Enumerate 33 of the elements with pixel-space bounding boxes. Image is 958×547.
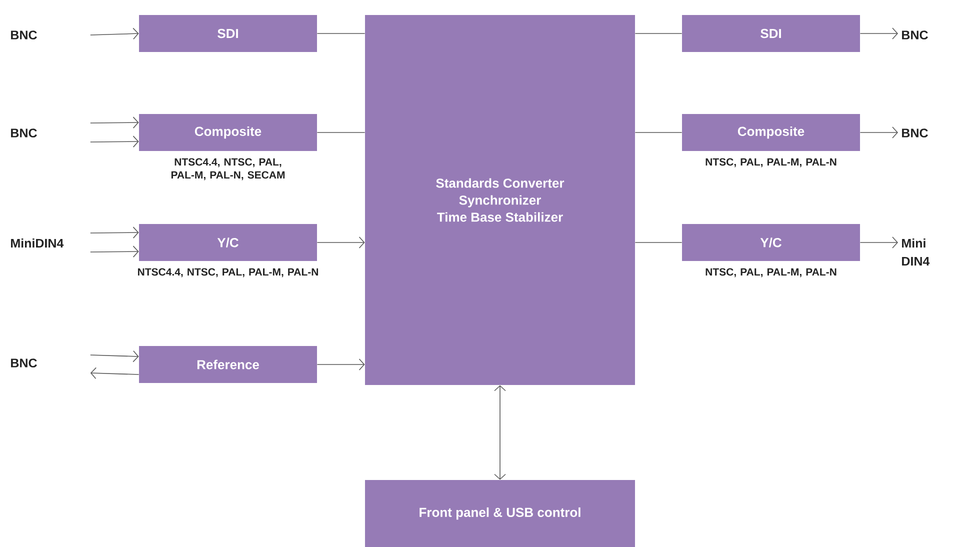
connector-label: BNC xyxy=(11,30,37,40)
block-box: Y/C xyxy=(682,224,860,261)
format-label: NTSC, PAL, PAL-M, PAL-N xyxy=(706,268,836,278)
arrow xyxy=(494,385,506,480)
connector-label: BNC xyxy=(11,358,37,368)
arrow xyxy=(860,126,898,138)
block-box: SDI xyxy=(682,15,860,52)
block-box: SDI xyxy=(139,15,317,52)
block-box: Y/C xyxy=(139,224,317,261)
arrow xyxy=(90,28,139,40)
block-box: Composite xyxy=(139,114,317,151)
connector-label: Mini DIN4 xyxy=(902,238,930,266)
format-label: NTSC4.4, NTSC, PAL, PAL-M, PAL-N, SECAM xyxy=(171,158,285,180)
connector-label: MiniDIN4 xyxy=(11,238,64,248)
connector-label: BNC xyxy=(902,128,928,138)
arrow xyxy=(90,116,139,128)
arrow xyxy=(90,136,139,148)
connector-label: BNC xyxy=(902,30,928,40)
arrow xyxy=(316,236,365,248)
block-box: Front panel & USB control xyxy=(365,480,635,547)
arrow xyxy=(90,226,139,238)
block-box: Standards Converter Synchronizer Time Base Stabilizer xyxy=(365,15,635,385)
arrow xyxy=(316,358,365,370)
connector-label: BNC xyxy=(11,128,37,138)
arrow xyxy=(90,367,140,380)
arrow xyxy=(90,350,139,362)
arrow xyxy=(860,236,898,248)
format-label: NTSC, PAL, PAL-M, PAL-N xyxy=(706,158,836,168)
arrow xyxy=(90,246,139,258)
arrow xyxy=(860,28,898,40)
block-box: Composite xyxy=(682,114,860,151)
format-label: NTSC4.4, NTSC, PAL, PAL-M, PAL-N xyxy=(138,268,318,278)
block-box: Reference xyxy=(139,346,317,383)
